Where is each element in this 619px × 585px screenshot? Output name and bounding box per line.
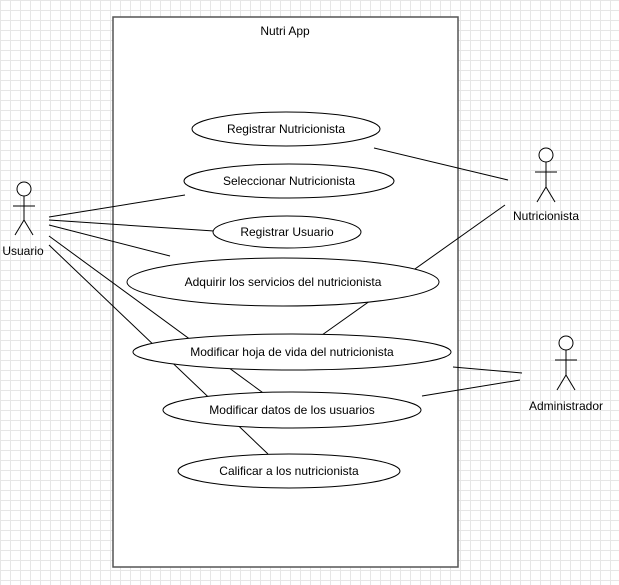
stick-figure-icon [13, 181, 35, 236]
use-case-modificar-hoja-de-vida[interactable]: Modificar hoja de vida del nutricionista [132, 333, 452, 371]
use-case-label: Modificar hoja de vida del nutricionista [190, 345, 394, 359]
use-case-shape [183, 163, 395, 199]
actor-administrador[interactable]: Administrador [529, 335, 603, 413]
use-case-modificar-datos-usuarios[interactable]: Modificar datos de los usuarios [162, 391, 422, 429]
use-case-adquirir-servicios[interactable]: Adquirir los servicios del nutricionista [126, 257, 440, 307]
use-case-shape [162, 391, 422, 429]
association-usuario-registrar-usuario [48, 219, 215, 232]
association-usuario-adquirir [48, 224, 171, 257]
use-cases: Registrar Nutricionista Seleccionar Nutr… [126, 111, 452, 489]
association-administrador-modificar-datos [421, 379, 521, 397]
use-case-label: Adquirir los servicios del nutricionista [185, 275, 382, 289]
use-case-registrar-usuario[interactable]: Registrar Usuario [212, 215, 362, 249]
association-usuario-seleccionar [48, 194, 186, 218]
use-case-label: Calificar a los nutricionista [219, 464, 359, 478]
use-case-label: Registrar Nutricionista [227, 122, 345, 136]
system-title: Nutri App [260, 24, 310, 38]
use-case-label: Modificar datos de los usuarios [209, 403, 374, 417]
actor-label: Usuario [2, 244, 44, 258]
use-case-label: Registrar Usuario [240, 225, 334, 239]
use-case-calificar-nutricionista[interactable]: Calificar a los nutricionista [177, 453, 401, 489]
use-case-shape [177, 453, 401, 489]
use-case-shape [132, 333, 452, 371]
stick-figure-icon [555, 335, 577, 391]
actor-usuario[interactable]: Usuario [2, 181, 44, 258]
stick-figure-icon [535, 147, 557, 203]
association-administrador-modificar-hoja [452, 366, 523, 374]
actor-label: Nutricionista [513, 209, 579, 223]
actor-label: Administrador [529, 399, 603, 413]
use-case-seleccionar-nutricionista[interactable]: Seleccionar Nutricionista [183, 163, 395, 199]
use-case-label: Seleccionar Nutricionista [223, 174, 355, 188]
use-case-shape [191, 111, 381, 147]
use-case-registrar-nutricionista[interactable]: Registrar Nutricionista [191, 111, 381, 147]
association-nutricionista-registrar [373, 147, 509, 181]
use-case-shape [212, 215, 362, 249]
actor-nutricionista[interactable]: Nutricionista [513, 147, 579, 223]
use-case-shape [126, 257, 440, 307]
